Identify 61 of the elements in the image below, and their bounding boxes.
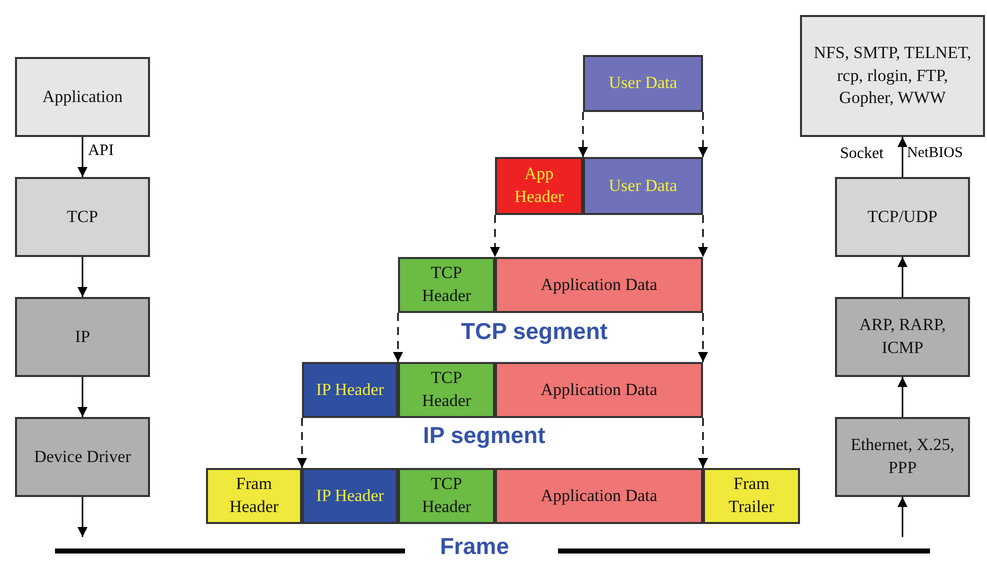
header-field xyxy=(302,362,398,418)
segment-label: IP segment xyxy=(423,424,546,447)
box-label: Application Data xyxy=(540,484,658,507)
data-field xyxy=(495,468,703,524)
box-label: TCP/UDP xyxy=(868,206,938,228)
box-label: NFS, SMTP, TELNET, rcp, rlogin, FTP, Gopher, WWW xyxy=(812,42,972,110)
dashed-arrow xyxy=(297,418,307,468)
trailer-field xyxy=(703,468,800,524)
header-field xyxy=(302,468,398,524)
dashed-arrow xyxy=(578,112,588,157)
box-label: IP Header xyxy=(316,484,384,507)
arrow xyxy=(898,497,908,537)
arrow xyxy=(898,257,908,297)
arrow xyxy=(78,377,88,417)
box-label: App Header xyxy=(513,163,565,208)
layer-box xyxy=(835,417,970,497)
arrow xyxy=(78,497,88,537)
box-label: TCP xyxy=(66,206,98,228)
dashed-arrow xyxy=(698,313,708,362)
box-label: TCP Header xyxy=(420,473,472,518)
box-label: TCP Header xyxy=(420,262,472,307)
header-field xyxy=(398,468,495,524)
data-field xyxy=(583,157,703,215)
dashed-arrow xyxy=(698,215,708,257)
layer-box xyxy=(15,417,150,497)
arrow xyxy=(898,377,908,417)
data-field xyxy=(495,362,703,418)
data-field xyxy=(583,55,703,112)
arrow xyxy=(78,137,88,177)
segment-label: TCP segment xyxy=(461,320,608,343)
box-label: Application xyxy=(42,86,123,108)
data-field xyxy=(495,257,703,313)
layer-box xyxy=(15,57,150,137)
box-label: ARP, RARP, ICMP xyxy=(858,314,947,359)
box-label: Ethernet, X.25, PPP xyxy=(850,434,956,479)
layer-box xyxy=(835,177,970,257)
box-label: Application Data xyxy=(540,378,658,401)
dashed-arrow xyxy=(698,112,708,157)
layer-box xyxy=(800,15,985,137)
dashed-arrow xyxy=(393,313,403,362)
box-label: IP Header xyxy=(316,378,384,401)
dashed-arrow xyxy=(490,215,500,257)
box-label: Application Data xyxy=(540,274,658,296)
layer-box xyxy=(15,297,150,377)
box-label: Device Driver xyxy=(34,446,131,468)
box-label: Fram Trailer xyxy=(728,473,776,518)
segment-label: Frame xyxy=(440,535,510,558)
dashed-arrow xyxy=(698,418,708,468)
arrow xyxy=(898,137,908,177)
layer-box xyxy=(835,297,970,377)
box-label: Fram Header xyxy=(228,473,280,518)
header-field xyxy=(398,257,495,313)
arrow xyxy=(78,257,88,297)
box-label: User Data xyxy=(608,72,678,94)
layer-box xyxy=(15,177,150,257)
box-label: IP xyxy=(74,326,90,348)
header-field xyxy=(495,157,583,215)
header-field xyxy=(398,362,495,418)
box-label: TCP Header xyxy=(420,367,472,412)
box-label: User Data xyxy=(608,174,678,197)
header-field xyxy=(206,468,302,524)
